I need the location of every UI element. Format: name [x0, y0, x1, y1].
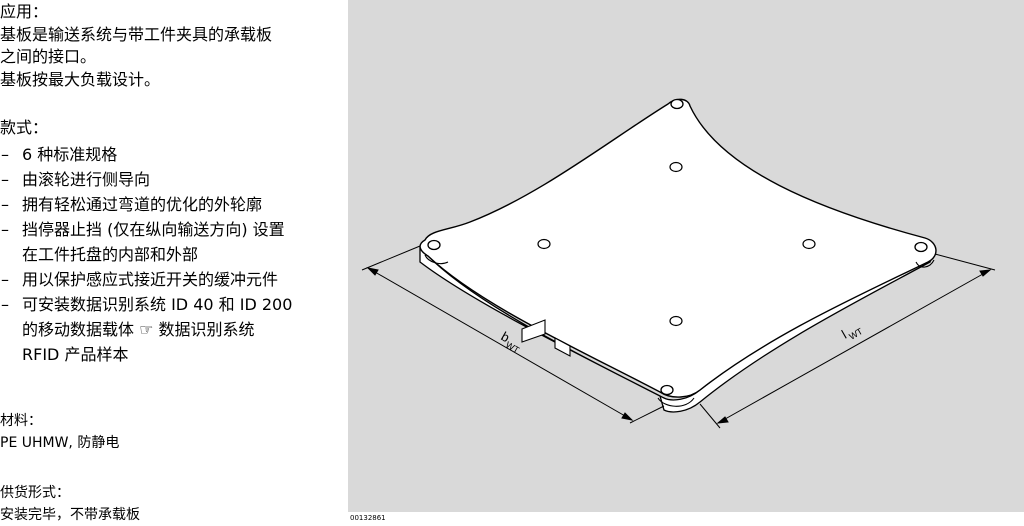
application-section: 应用： 基板是输送系统与带工件夹具的承载板 之间的接口。 基板按最大负载设计。: [0, 1, 272, 91]
list-item: – 拥有轻松通过弯道的优化的外轮廓: [0, 192, 330, 217]
description-column: 应用： 基板是输送系统与带工件夹具的承载板 之间的接口。 基板按最大负载设计。 …: [0, 0, 335, 526]
list-item-text: 挡停器止挡 (仅在纵向输送方向) 设置: [22, 220, 285, 239]
list-item-text: 的移动数据载体 ☞ 数据识别系统: [22, 320, 255, 339]
mounting-holes: [537, 161, 816, 327]
list-item-text: 由滚轮进行侧导向: [22, 170, 151, 189]
bullet-dash: –: [1, 295, 9, 314]
bullet-dash: –: [1, 170, 9, 189]
material-value: PE UHMW, 防静电: [0, 435, 120, 451]
list-item-text: 用以保护感应式接近开关的缓冲元件: [22, 270, 279, 289]
bullet-dash: –: [1, 195, 9, 214]
list-item: – 可安装数据识别系统 ID 40 和 ID 200 的移动数据载体 ☞ 数据识…: [0, 292, 330, 367]
dimension-b: [361, 245, 665, 424]
stop-notch: [657, 397, 695, 407]
plate-top-face: [419, 98, 937, 398]
figure-id: 00132861: [350, 514, 386, 522]
bullet-dash: –: [1, 220, 9, 239]
application-heading: 应用：: [0, 2, 49, 21]
side-notch: [554, 337, 571, 357]
bullet-dash: –: [1, 145, 9, 164]
corner-holes: [427, 98, 928, 396]
material-heading: 材料：: [0, 413, 42, 429]
versions-list: – 6 种标准规格 – 由滚轮进行侧导向 – 拥有轻松通过弯道的优化的外轮廓 –…: [0, 142, 330, 367]
list-item: – 由滚轮进行侧导向: [0, 167, 330, 192]
list-item: – 用以保护感应式接近开关的缓冲元件: [0, 267, 330, 292]
dimension-l: [699, 253, 996, 429]
svg-text:WT: WT: [847, 326, 865, 342]
list-item-text: 在工件托盘的内部和外部: [22, 245, 199, 264]
bullet-dash: –: [1, 270, 9, 289]
base-plate-drawing: b WT l WT: [361, 98, 996, 429]
list-item-text: 可安装数据识别系统 ID 40 和 ID 200: [22, 295, 293, 314]
list-item: – 挡停器止挡 (仅在纵向输送方向) 设置 在工件托盘的内部和外部: [0, 217, 330, 267]
svg-text:l: l: [839, 327, 849, 341]
application-line: 基板按最大负载设计。: [0, 69, 161, 89]
list-item-text: RFID 产品样本: [22, 345, 129, 364]
list-item: – 6 种标准规格: [0, 142, 330, 167]
base-plate-figure: b WT l WT: [348, 0, 1024, 512]
material-section: 材料： PE UHMW, 防静电: [0, 410, 119, 454]
svg-text:WT: WT: [504, 340, 522, 356]
list-item-text: 拥有轻松通过弯道的优化的外轮廓: [22, 195, 263, 214]
delivery-value: 安装完毕，不带承载板: [0, 507, 140, 523]
delivery-section: 供货形式： 安装完毕，不带承载板: [0, 482, 140, 526]
application-line: 之间的接口。: [0, 47, 97, 66]
stop-notch: [424, 254, 449, 265]
versions-heading: 款式：: [0, 118, 49, 137]
dimension-b-label: b WT: [499, 329, 522, 356]
stop-notch: [915, 259, 935, 268]
delivery-heading: 供货形式：: [0, 485, 70, 501]
dimension-l-label: l WT: [839, 326, 865, 342]
application-line: 基板是输送系统与带工件夹具的承载板: [0, 24, 273, 44]
side-notch: [521, 319, 546, 343]
list-item-text: 6 种标准规格: [22, 145, 118, 164]
